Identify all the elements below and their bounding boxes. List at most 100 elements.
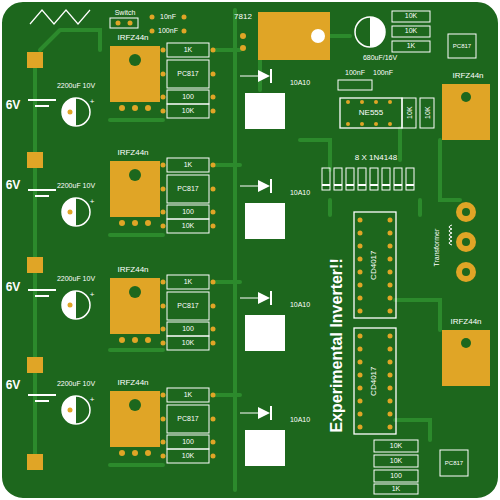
part-pad xyxy=(161,454,166,459)
ic-pin xyxy=(346,122,350,126)
silk-label: PC817 xyxy=(177,185,198,192)
ic-pin xyxy=(388,334,393,339)
silk-label: 2200uF 10V xyxy=(56,275,96,282)
part-pad xyxy=(211,48,216,53)
mosfet-tab xyxy=(110,278,160,334)
battery-pad xyxy=(27,357,43,373)
silk-label: 10K xyxy=(182,107,194,114)
silk-label: 1K xyxy=(407,42,416,49)
small-diode xyxy=(406,168,414,190)
ic-pin xyxy=(374,122,378,126)
diode-lead xyxy=(240,413,258,414)
ic-pin xyxy=(360,100,364,104)
silk-label: 10A10 xyxy=(290,301,310,308)
part-pad xyxy=(161,187,166,192)
part-pad xyxy=(161,95,166,100)
battery-plate xyxy=(28,189,56,191)
ic-pin xyxy=(388,309,393,314)
silk-label: 100nF xyxy=(345,69,365,76)
silk-label: 10K xyxy=(182,452,194,459)
part-pad xyxy=(211,440,216,445)
part-pad xyxy=(211,304,216,309)
diode-lead xyxy=(240,186,258,187)
battery-pad xyxy=(27,454,43,470)
silk-label: 1K xyxy=(184,278,193,285)
mosfet-pin xyxy=(145,337,151,343)
silk-label: 1K xyxy=(392,485,401,492)
battery-plate xyxy=(28,99,56,101)
ic-pin xyxy=(358,334,363,339)
battery-plate xyxy=(35,295,49,297)
diode-lead xyxy=(240,298,258,299)
part-pad xyxy=(161,304,166,309)
capacitor-polarity xyxy=(62,98,76,126)
silk-label: 100nF xyxy=(158,27,178,34)
diode-symbol xyxy=(258,180,270,192)
silk-label: 6V xyxy=(6,281,21,294)
silk-outline xyxy=(167,275,209,289)
silk-label: 8 X 1N4148 xyxy=(355,154,397,162)
part-pad xyxy=(211,95,216,100)
silk-outline xyxy=(167,158,209,172)
part-pad xyxy=(211,109,216,114)
ic-pin xyxy=(358,386,363,391)
mosfet-pin xyxy=(119,220,125,226)
capacitor-pad xyxy=(68,408,73,413)
part-pad xyxy=(211,72,216,77)
part-pad xyxy=(211,187,216,192)
part-pad xyxy=(161,341,166,346)
silk-label: 1K xyxy=(184,46,193,53)
small-diode-band xyxy=(334,184,342,186)
capacitor-pad xyxy=(68,110,73,115)
capacitor-pad xyxy=(68,210,73,215)
mosfet-tab xyxy=(110,46,160,102)
silk-label: 6V xyxy=(6,179,21,192)
mosfet-pin xyxy=(132,105,138,111)
battery-plate xyxy=(28,394,56,396)
mosfet-hole xyxy=(129,169,141,181)
silk-label: PC817 xyxy=(453,43,471,49)
diode-pad xyxy=(245,430,285,466)
mosfet-hole xyxy=(129,54,141,66)
ic-pin xyxy=(358,231,363,236)
silk-label: 10K xyxy=(390,457,402,464)
ic-pin xyxy=(358,412,363,417)
part-pad xyxy=(211,454,216,459)
mosfet-pin xyxy=(119,450,125,456)
part-pad xyxy=(161,210,166,215)
ic-pin xyxy=(358,360,363,365)
silk-label: 10K xyxy=(405,27,417,34)
mosfet-hole xyxy=(129,399,141,411)
part-pad xyxy=(211,417,216,422)
diode-pad xyxy=(245,203,285,239)
capacitor-outline xyxy=(62,198,90,226)
diode-lead xyxy=(240,76,258,77)
silk-outline xyxy=(167,405,209,433)
battery-pad xyxy=(27,52,43,68)
silk-label: 1K xyxy=(184,161,193,168)
part-pad xyxy=(161,327,166,332)
capacitor-outline xyxy=(62,396,90,424)
silk-label: CD4017 xyxy=(371,366,379,395)
mosfet-hole xyxy=(129,286,141,298)
part-pad xyxy=(211,341,216,346)
silk-label: IRFZ44n xyxy=(450,318,481,326)
silk-label: 10K xyxy=(390,442,402,449)
silk-label: NE555 xyxy=(359,109,383,117)
diode-symbol xyxy=(258,292,270,304)
silk-label: 10A10 xyxy=(290,189,310,196)
battery-plate xyxy=(35,400,49,402)
capacitor-pad xyxy=(68,303,73,308)
silk-outline xyxy=(167,219,209,233)
small-diode xyxy=(346,168,354,190)
small-diode-band xyxy=(346,184,354,186)
diode-symbol xyxy=(258,70,270,82)
silk-outline xyxy=(167,449,209,463)
ic-pin xyxy=(358,218,363,223)
part-pad xyxy=(161,163,166,168)
mosfet-pin xyxy=(132,337,138,343)
silk-label: 10A10 xyxy=(290,79,310,86)
ic-pin xyxy=(388,122,392,126)
